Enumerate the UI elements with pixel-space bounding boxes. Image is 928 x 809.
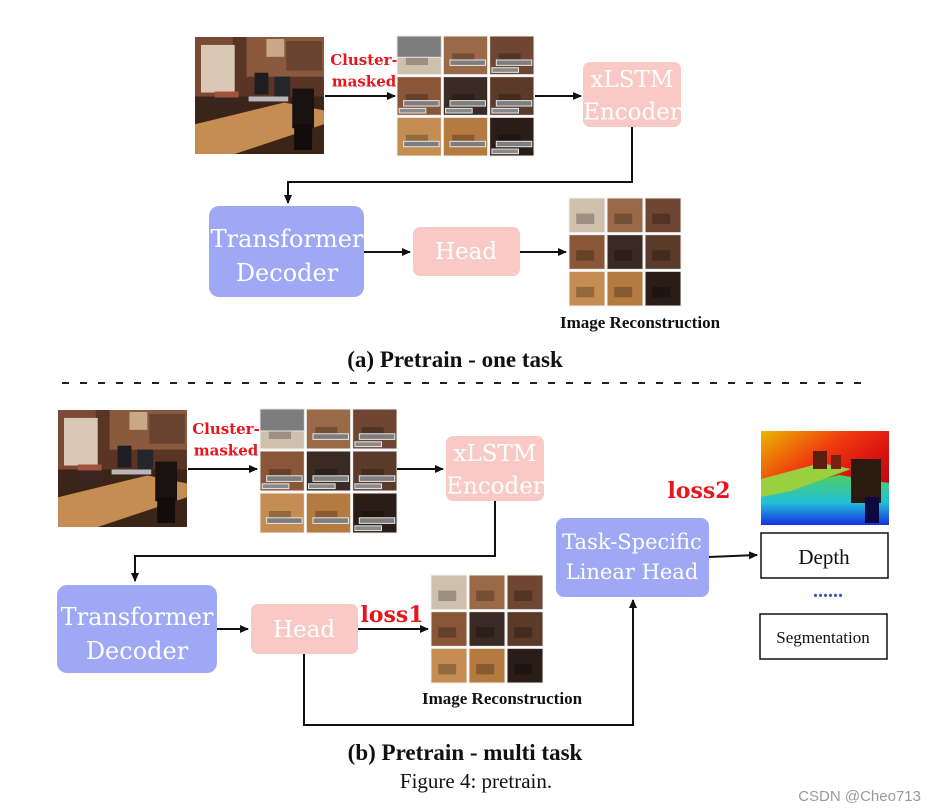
caption-b: (b) Pretrain - multi task — [348, 740, 583, 765]
image-patch — [430, 574, 468, 611]
image-patch — [468, 647, 506, 684]
encoder-label-b: xLSTM Encoder — [446, 441, 544, 500]
image-patch — [430, 647, 468, 684]
reconstructed-grid-b — [430, 574, 544, 684]
image-patch — [468, 574, 506, 611]
text-line: Cluster- — [330, 51, 398, 69]
image-patch — [442, 76, 489, 116]
image-patch — [352, 492, 398, 534]
input-image-a — [195, 37, 324, 154]
text-line: xLSTM — [454, 441, 537, 467]
image-patch — [568, 270, 606, 307]
segmentation-label: Segmentation — [776, 628, 870, 647]
encoder-label-a: xLSTM Encoder — [583, 67, 681, 126]
segmentation-output-box: Segmentation — [759, 613, 888, 660]
text-line: Decoder — [86, 637, 189, 665]
encoder-box-b: xLSTM Encoder — [446, 436, 544, 501]
image-patch — [430, 611, 468, 647]
image-patch — [396, 35, 442, 76]
image-patch — [489, 35, 535, 76]
arrow-encoder-to-decoder-b — [131, 501, 496, 582]
text-line: Decoder — [236, 259, 339, 287]
image-patch — [352, 408, 398, 450]
image-patch — [644, 197, 682, 234]
text-line: Task-Specific — [562, 530, 702, 554]
image-patch — [259, 450, 305, 492]
image-patch — [606, 270, 644, 307]
image-patch — [489, 76, 535, 116]
image-patch — [606, 234, 644, 270]
depth-label: Depth — [798, 545, 850, 569]
image-patch — [352, 450, 398, 492]
figure-caption: Figure 4: pretrain. — [400, 769, 552, 793]
depth-map-image — [761, 431, 889, 525]
text-line: Encoder — [583, 100, 681, 126]
cluster-masked-label-b: Cluster-masked — [192, 420, 260, 459]
image-patch — [259, 492, 305, 534]
arrow-head-to-task-head — [303, 599, 637, 726]
image-patch — [442, 116, 489, 157]
more-tasks-dots: ...... — [813, 580, 843, 602]
masked-patch-grid-a — [396, 35, 535, 157]
image-patch — [644, 234, 682, 270]
text-line: Linear Head — [566, 560, 699, 584]
image-patch — [606, 197, 644, 234]
image-patch — [506, 647, 544, 684]
text-line: Transformer — [61, 603, 214, 631]
arrow-task-head-to-depth — [708, 551, 758, 560]
image-patch — [506, 611, 544, 647]
encoder-box-a: xLSTM Encoder — [583, 62, 681, 127]
text-line: Cluster- — [192, 420, 260, 438]
text-line: masked — [332, 72, 397, 90]
image-patch — [259, 408, 305, 450]
head-label-a: Head — [435, 239, 497, 265]
arrow-encoder-to-decoder-a — [284, 127, 633, 204]
image-patch — [506, 574, 544, 611]
head-box-b: Head — [251, 604, 358, 654]
image-patch — [468, 611, 506, 647]
head-box-a: Head — [413, 227, 520, 276]
cluster-masked-label-a: Cluster-masked — [330, 51, 398, 90]
text-line: masked — [194, 441, 259, 459]
caption-a: (a) Pretrain - one task — [347, 347, 563, 372]
input-image-b — [58, 410, 187, 527]
watermark: CSDN @Cheo713 — [798, 788, 921, 805]
image-patch — [489, 116, 535, 157]
image-patch — [396, 76, 442, 116]
loss2-label: loss2 — [667, 478, 730, 504]
image-patch — [396, 116, 442, 157]
image-patch — [305, 492, 352, 534]
image-patch — [442, 35, 489, 76]
text-line: Encoder — [446, 474, 544, 500]
loss1-label: loss1 — [360, 602, 423, 628]
reconstructed-grid-a — [568, 197, 682, 307]
head-label-b: Head — [273, 617, 335, 643]
text-line: xLSTM — [591, 67, 674, 93]
masked-patch-grid-b — [259, 408, 398, 534]
depth-output-box: Depth — [760, 532, 889, 579]
image-patch — [644, 270, 682, 307]
image-patch — [568, 234, 606, 270]
image-patch — [568, 197, 606, 234]
image-patch — [305, 408, 352, 450]
image-patch — [305, 450, 352, 492]
text-line: Transformer — [211, 225, 364, 253]
image-reconstruction-label-a: Image Reconstruction — [560, 313, 721, 332]
image-reconstruction-label-b: Image Reconstruction — [422, 689, 583, 708]
